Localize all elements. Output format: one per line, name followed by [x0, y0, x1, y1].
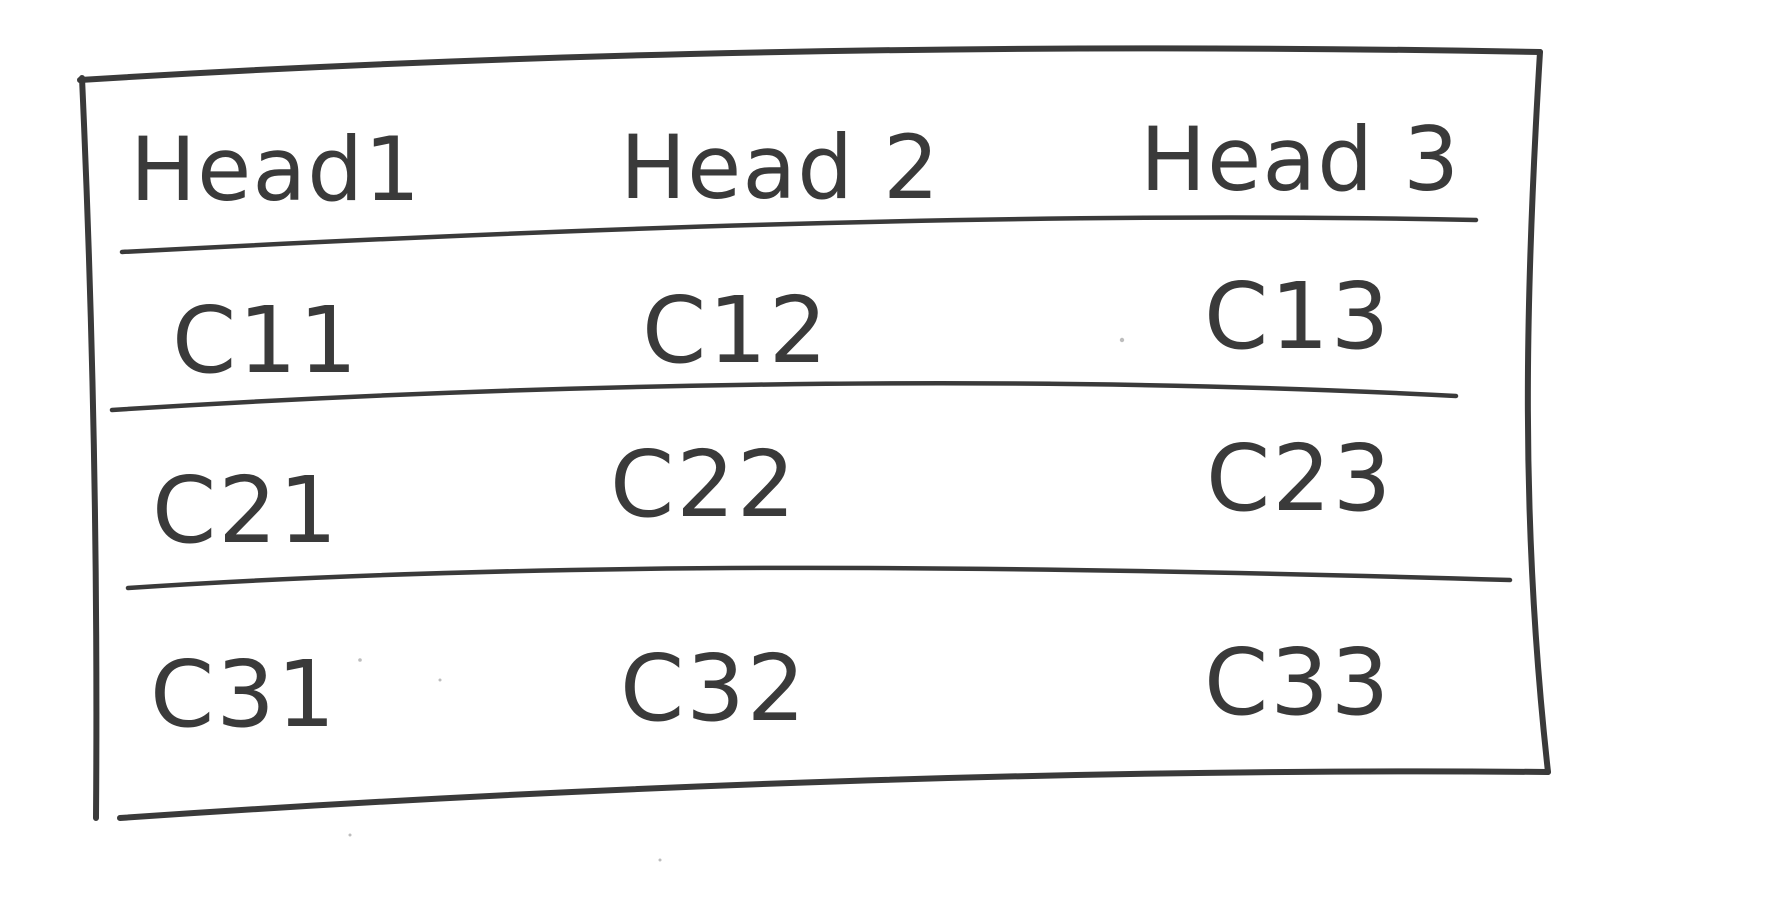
table-frame-top — [77, 45, 1543, 83]
cell-r3-c1: C31 — [150, 641, 337, 748]
cell-r2-c3: C23 — [1206, 425, 1393, 532]
paper-speck — [348, 833, 352, 837]
table-frame-right — [1524, 49, 1551, 775]
table-frame-left — [79, 75, 100, 821]
cell-r1-c1: C11 — [172, 287, 359, 394]
header-cell-3: Head 3 — [1140, 108, 1460, 211]
cell-r1-c2: C12 — [642, 277, 829, 384]
paper-speck — [658, 858, 662, 862]
paper-speck — [1119, 337, 1125, 343]
row-separator-1 — [109, 381, 1459, 413]
cell-r3-c2: C32 — [620, 635, 807, 742]
header-cell-1: Head1 — [130, 118, 421, 221]
cell-r1-c3: C13 — [1204, 263, 1391, 370]
row-separator-2 — [125, 565, 1513, 591]
cell-r3-c3: C33 — [1204, 629, 1391, 736]
paper-speck — [438, 678, 442, 682]
cell-r2-c1: C21 — [152, 457, 339, 564]
paper-speck — [358, 658, 362, 662]
header-cell-2: Head 2 — [620, 116, 940, 219]
header-separator — [119, 215, 1479, 255]
cell-r2-c2: C22 — [610, 431, 797, 538]
table-frame-bottom — [117, 768, 1551, 821]
